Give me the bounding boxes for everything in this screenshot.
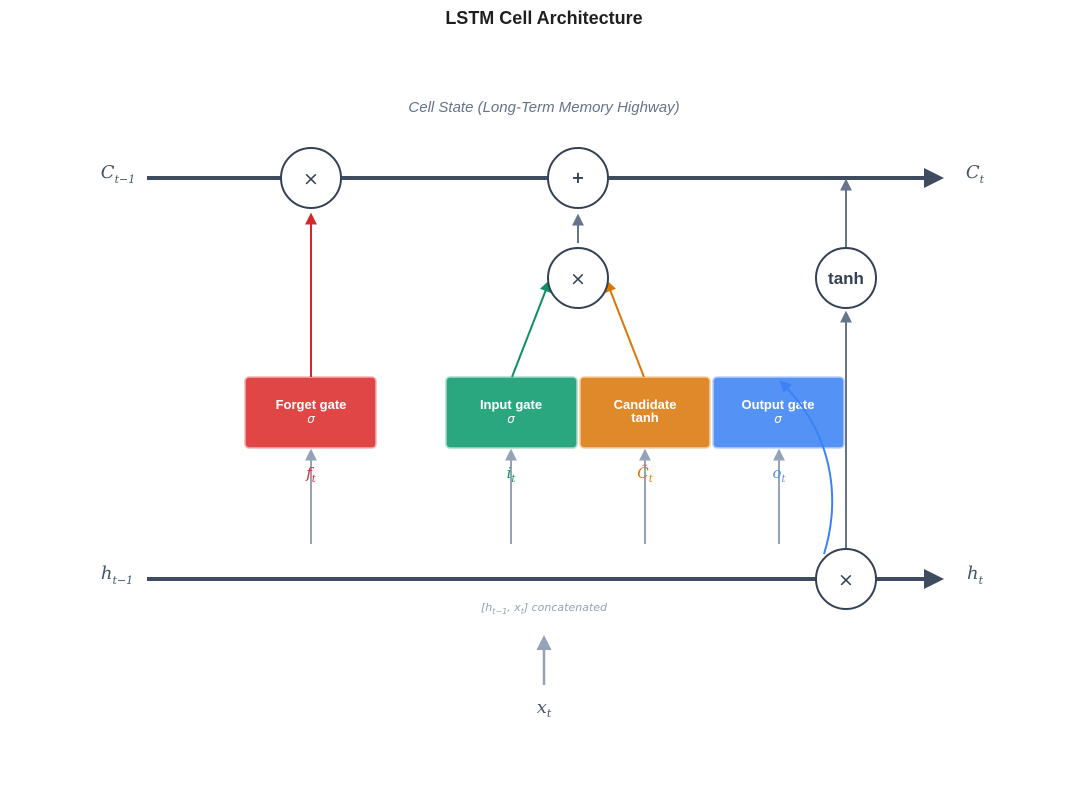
h-prev-label: ht−1 xyxy=(101,563,133,587)
input-to-multiply-arrow xyxy=(511,279,552,378)
forget-gate: Forget gate σ xyxy=(244,376,377,449)
forget-multiply-node: × xyxy=(280,147,342,209)
multiply-icon: × xyxy=(303,168,319,190)
output-gate: Output gate σ xyxy=(712,376,845,449)
input-multiply-node: × xyxy=(547,247,609,309)
multiply-icon: × xyxy=(838,569,854,591)
input-gate-func: σ xyxy=(507,412,515,426)
input-gate: Input gate σ xyxy=(445,376,578,449)
diagram-title: LSTM Cell Architecture xyxy=(445,8,642,28)
candidate-gate-func: tanh xyxy=(631,410,659,425)
output-multiply-node: × xyxy=(815,548,877,610)
multiply-icon: × xyxy=(570,268,586,290)
candidate-output-label: C̃t xyxy=(637,464,653,485)
x-input-label: xt xyxy=(537,697,552,720)
tanh-node: tanh xyxy=(815,247,877,309)
c-next-label: Ct xyxy=(966,162,985,186)
candidate-to-multiply-arrow xyxy=(604,279,645,378)
candidate-gate-title: Candidate xyxy=(614,397,677,412)
forget-output-label: ft xyxy=(305,464,317,485)
output-gate-func: σ xyxy=(774,412,782,426)
concat-note: [ht−1, xt] concatenated xyxy=(481,601,608,616)
output-gate-title: Output gate xyxy=(742,397,815,412)
input-output-label: it xyxy=(507,464,517,485)
tanh-label: tanh xyxy=(828,269,864,288)
cell-add-node: + xyxy=(547,147,609,209)
candidate-gate: Candidate tanh xyxy=(579,376,711,449)
output-output-label: ot xyxy=(772,464,786,485)
forget-gate-title: Forget gate xyxy=(276,397,347,412)
c-prev-label: Ct−1 xyxy=(101,162,135,186)
forget-gate-func: σ xyxy=(307,412,315,426)
plus-icon: + xyxy=(571,168,584,187)
h-next-label: ht xyxy=(967,563,984,587)
input-gate-title: Input gate xyxy=(480,397,542,412)
cell-state-caption: Cell State (Long-Term Memory Highway) xyxy=(408,99,679,116)
output-gate-curve-arrow xyxy=(779,380,834,555)
